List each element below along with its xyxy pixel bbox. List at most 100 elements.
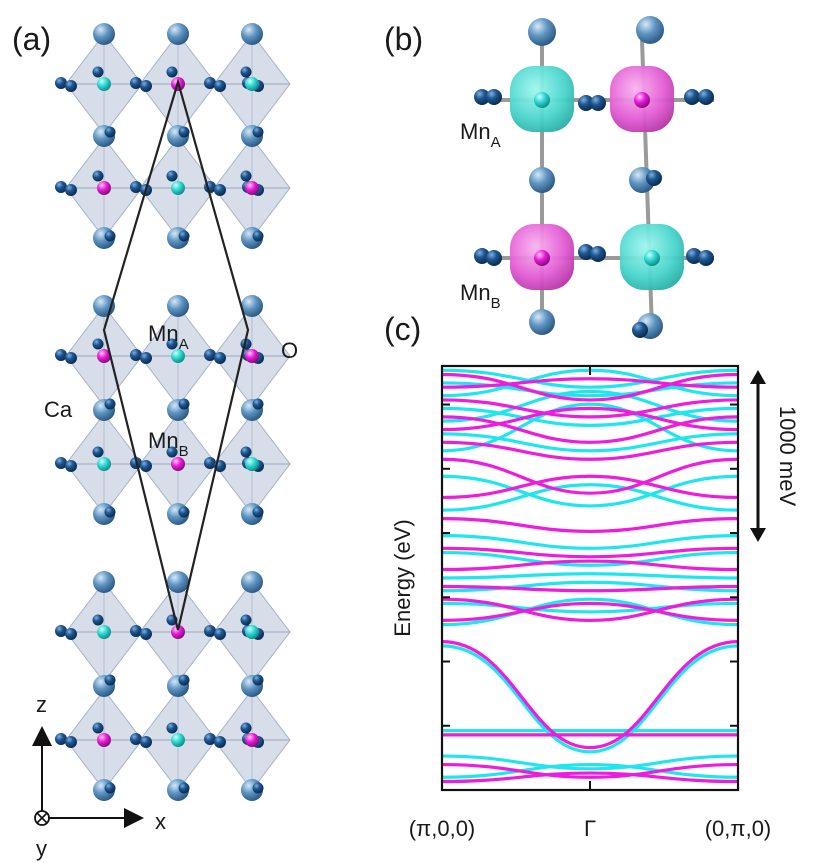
calcium-atom bbox=[529, 167, 555, 193]
apical-oxygen-atom bbox=[252, 674, 264, 686]
y-axis-label: y bbox=[36, 836, 47, 861]
apical-oxygen-atom bbox=[178, 782, 190, 794]
apical-oxygen-atom bbox=[92, 170, 104, 182]
band-line-magenta bbox=[442, 377, 738, 389]
x-tick-label-2: Γ bbox=[584, 816, 596, 841]
mn-b-atom bbox=[97, 349, 111, 363]
scale-bar-arrow-up-icon bbox=[750, 370, 766, 384]
band-line-magenta bbox=[442, 517, 738, 533]
apical-oxygen-atom bbox=[92, 446, 104, 458]
y-axis-label: Energy (eV) bbox=[390, 519, 415, 636]
apical-oxygen-atom bbox=[178, 126, 190, 138]
band-line-magenta bbox=[442, 398, 738, 419]
panel-a-structure bbox=[55, 23, 291, 801]
oxygen-atom bbox=[578, 95, 594, 111]
band-line-magenta bbox=[442, 640, 738, 750]
panel-c: (c) Energy (eV) (π,0,0) Γ (0,π,0) 1000 m… bbox=[384, 311, 800, 841]
oxygen-atom bbox=[55, 181, 67, 193]
apical-oxygen-atom bbox=[166, 338, 178, 350]
x-tick-label-3: (0,π,0) bbox=[705, 816, 772, 841]
band-line-cyan bbox=[442, 474, 738, 508]
oxygen-atom bbox=[204, 457, 216, 469]
mn-a-atom bbox=[97, 625, 111, 639]
oxygen-atom bbox=[130, 349, 142, 361]
calcium-atom bbox=[167, 23, 189, 45]
mn-b-atom bbox=[245, 349, 259, 363]
oxygen-atom bbox=[578, 244, 594, 260]
oxygen-atom bbox=[55, 349, 67, 361]
oxygen-atom bbox=[474, 89, 490, 105]
oxygen-atom bbox=[214, 628, 226, 640]
oxygen-atom bbox=[140, 736, 152, 748]
band-line-cyan bbox=[442, 402, 738, 453]
mn-b-atom bbox=[534, 250, 550, 266]
oxygen-atom bbox=[204, 625, 216, 637]
band-line-magenta bbox=[442, 406, 738, 432]
band-line-cyan bbox=[442, 644, 738, 754]
axis-ticks bbox=[442, 366, 738, 790]
energy-scale-bar: 1000 meV bbox=[750, 370, 800, 542]
oxygen-atom bbox=[65, 628, 77, 640]
apical-oxygen-atom bbox=[240, 722, 252, 734]
apical-oxygen-atom bbox=[178, 230, 190, 242]
calcium-atom bbox=[167, 571, 189, 593]
apical-oxygen-atom bbox=[92, 722, 104, 734]
apical-oxygen-atom bbox=[104, 674, 116, 686]
oxygen-atom bbox=[204, 733, 216, 745]
band-line-cyan bbox=[442, 572, 738, 580]
oxygen-atom bbox=[55, 457, 67, 469]
mn-a-atom bbox=[171, 733, 185, 747]
apical-oxygen-atom bbox=[92, 66, 104, 78]
panel-b-structure bbox=[474, 16, 714, 339]
apical-oxygen-atom bbox=[104, 506, 116, 518]
oxygen-atom bbox=[55, 625, 67, 637]
scale-bar-arrow-down-icon bbox=[750, 528, 766, 542]
band-line-magenta bbox=[442, 457, 738, 495]
calcium-atom bbox=[93, 571, 115, 593]
oxygen-atom bbox=[486, 250, 502, 266]
apical-oxygen-atom bbox=[178, 398, 190, 410]
mn-b-atom bbox=[97, 181, 111, 195]
oxygen-atom bbox=[684, 89, 700, 105]
calcium-atom bbox=[528, 18, 556, 46]
oxygen-atom bbox=[130, 733, 142, 745]
apical-oxygen-atom bbox=[92, 338, 104, 350]
oxygen-atom bbox=[130, 625, 142, 637]
panel-a-mn-a-label: MnA bbox=[148, 321, 189, 353]
panel-a-o-label: O bbox=[281, 338, 298, 363]
mn-a-atom bbox=[644, 250, 660, 266]
panel-a-mn-b-label: MnB bbox=[148, 428, 189, 460]
oxygen-atom bbox=[214, 736, 226, 748]
mn-a-atom bbox=[97, 77, 111, 91]
band-line-magenta bbox=[442, 762, 738, 779]
mn-b-atom bbox=[171, 625, 185, 639]
apical-oxygen-atom bbox=[178, 674, 190, 686]
apical-oxygen-atom bbox=[104, 398, 116, 410]
oxygen-atom bbox=[698, 89, 714, 105]
panel-c-label: (c) bbox=[384, 311, 421, 347]
mn-b-atom bbox=[634, 92, 650, 108]
band-line-cyan bbox=[442, 534, 738, 550]
apical-oxygen-atom bbox=[166, 446, 178, 458]
oxygen-atom bbox=[698, 250, 714, 266]
apical-oxygen-atom bbox=[240, 614, 252, 626]
mn-a-atom bbox=[534, 92, 550, 108]
calcium-atom bbox=[241, 571, 263, 593]
band-line-magenta bbox=[442, 440, 738, 461]
band-line-magenta bbox=[442, 372, 738, 402]
x-axis-label: x bbox=[155, 809, 166, 834]
mn-a-atom bbox=[245, 77, 259, 91]
x-tick-label-1: (π,0,0) bbox=[409, 816, 476, 841]
oxygen-atom bbox=[214, 352, 226, 364]
unit-cell bbox=[102, 78, 250, 631]
apical-oxygen-atom bbox=[252, 506, 264, 518]
apical-oxygen-atom bbox=[166, 66, 178, 78]
band-line-cyan bbox=[442, 762, 738, 779]
mn-a-atom bbox=[245, 457, 259, 471]
oxygen-atom bbox=[65, 352, 77, 364]
oxygen-atom bbox=[486, 89, 502, 105]
apical-oxygen-atom bbox=[166, 170, 178, 182]
band-line-cyan bbox=[442, 389, 738, 423]
panel-b-mn-b-label: MnB bbox=[460, 280, 501, 312]
